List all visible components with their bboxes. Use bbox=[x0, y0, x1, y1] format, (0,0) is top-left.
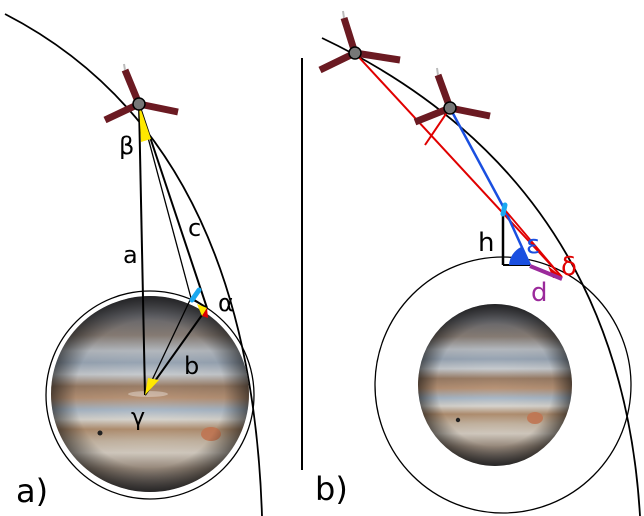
angle-delta-marker bbox=[548, 266, 562, 278]
probe-marker-a bbox=[189, 287, 202, 303]
panel-b: h ε δ d b) bbox=[315, 10, 641, 516]
red-sightline-short bbox=[424, 107, 451, 146]
angle-gamma-marker bbox=[145, 378, 159, 395]
label-gamma: γ bbox=[131, 403, 145, 431]
red-sightline bbox=[354, 52, 563, 278]
label-h: h bbox=[478, 228, 494, 258]
spacecraft-b-far bbox=[318, 10, 401, 74]
label-alpha: α bbox=[218, 289, 234, 317]
spacecraft-b-near bbox=[413, 67, 491, 126]
label-side-c: c bbox=[188, 214, 201, 242]
jupiter-b bbox=[418, 304, 572, 466]
reference-circle-a bbox=[45, 290, 255, 500]
angle-beta-marker bbox=[139, 104, 151, 142]
angle-alpha-marker-yellow bbox=[197, 304, 207, 316]
angle-epsilon-marker bbox=[509, 247, 530, 265]
blue-sightline bbox=[448, 107, 507, 211]
panel-b-tag: b) bbox=[315, 470, 348, 508]
distance-d-line bbox=[529, 264, 563, 281]
panel-a-tag: a) bbox=[16, 472, 48, 510]
red-lower-line bbox=[504, 209, 561, 276]
jupiter-a bbox=[51, 296, 249, 492]
blue-lower-line bbox=[503, 209, 532, 266]
spacecraft-a bbox=[103, 63, 179, 124]
orbit-arc-a bbox=[4, 13, 263, 516]
label-side-b: b bbox=[184, 352, 199, 380]
orbit-arc-b bbox=[321, 37, 641, 516]
label-beta: β bbox=[119, 132, 134, 160]
side-a-line bbox=[138, 103, 146, 396]
label-side-a: a bbox=[123, 241, 138, 269]
label-d: d bbox=[531, 278, 548, 308]
radius-thin-a bbox=[144, 297, 192, 396]
label-epsilon: ε bbox=[526, 230, 540, 260]
label-delta: δ bbox=[561, 252, 577, 282]
angle-alpha-marker-red bbox=[202, 308, 208, 318]
panel-a: β a c α b γ a) bbox=[4, 13, 263, 516]
probe-marker-b bbox=[500, 202, 508, 217]
